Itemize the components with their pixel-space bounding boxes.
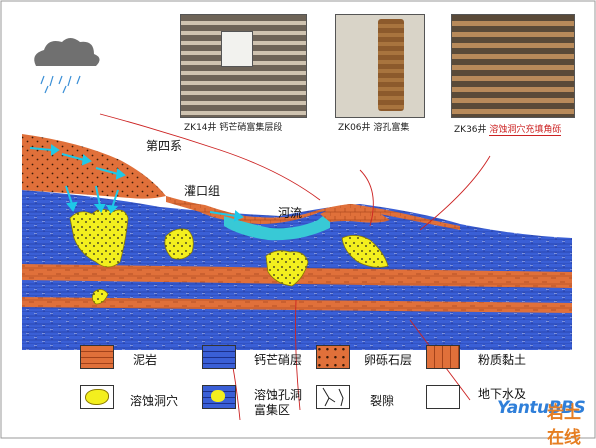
legend-swatch-glauberite	[202, 345, 236, 369]
photo-core-zk14	[180, 14, 307, 118]
legend-swatch-mudstone	[80, 345, 114, 369]
legend-swatch-fracture	[316, 385, 350, 409]
legend-swatch-groundwater	[426, 385, 460, 409]
watermark-cn: 岩土在线	[547, 403, 581, 448]
photo-caption-zk36-marked: 溶蚀洞穴充填角砾	[489, 125, 562, 136]
legend-label-cave: 溶蚀洞穴	[130, 394, 179, 408]
river-water	[224, 212, 330, 241]
flow-arrows	[29, 144, 244, 222]
legend-label-mudstone: 泥岩	[133, 353, 158, 367]
rain-cloud-icon	[34, 38, 100, 94]
legend-label-groundwater: 地下水及	[478, 387, 527, 401]
pore-swatch-icon	[211, 390, 225, 402]
legend-swatch-silty-clay	[426, 345, 460, 369]
label-guankou: 灌口组	[184, 184, 221, 198]
cave-right	[341, 235, 389, 268]
cave-small	[164, 228, 194, 260]
cave-river	[265, 250, 309, 287]
fracture-icon	[322, 387, 344, 407]
legend-swatch-pore	[202, 385, 236, 409]
legend-label-pore: 溶蚀孔洞	[254, 388, 303, 402]
cave-large	[69, 209, 129, 268]
legend-swatch-conglomerate	[316, 345, 350, 369]
mudstone-band-lower	[22, 297, 572, 313]
cave-deep	[92, 289, 109, 305]
page-border	[0, 0, 596, 439]
photo-core-zk36	[451, 14, 575, 118]
watermark-brand: YantuBBS	[497, 398, 586, 418]
cross-section	[22, 113, 572, 421]
legend-swatch-cave	[80, 385, 114, 409]
annotation-lines	[99, 113, 491, 421]
legend-label-conglomerate: 卵砾石层	[364, 353, 413, 367]
river-bank	[320, 204, 390, 223]
legend-label-silty-clay: 粉质黏土	[478, 353, 527, 367]
cave-swatch-icon	[85, 389, 109, 405]
photo-core-zk06	[335, 14, 425, 118]
photo-caption-zk06: ZK06井 溶孔富集	[338, 123, 410, 133]
label-quaternary: 第四系	[146, 139, 183, 153]
legend-label-fracture: 裂隙	[370, 394, 395, 408]
quaternary-hill	[22, 134, 166, 199]
legend-label-pore-line2: 富集区	[254, 403, 291, 417]
legend-label-glauberite: 钙芒硝层	[254, 353, 303, 367]
photo-caption-zk36: ZK36井 溶蚀洞穴充填角砾	[454, 122, 562, 136]
photo-caption-zk14: ZK14井 钙芒硝富集层段	[184, 123, 283, 133]
core-box-label	[221, 31, 253, 67]
label-river: 河流	[278, 206, 303, 220]
photo-caption-zk36-prefix: ZK36井	[454, 125, 487, 135]
core-sample	[378, 19, 404, 111]
